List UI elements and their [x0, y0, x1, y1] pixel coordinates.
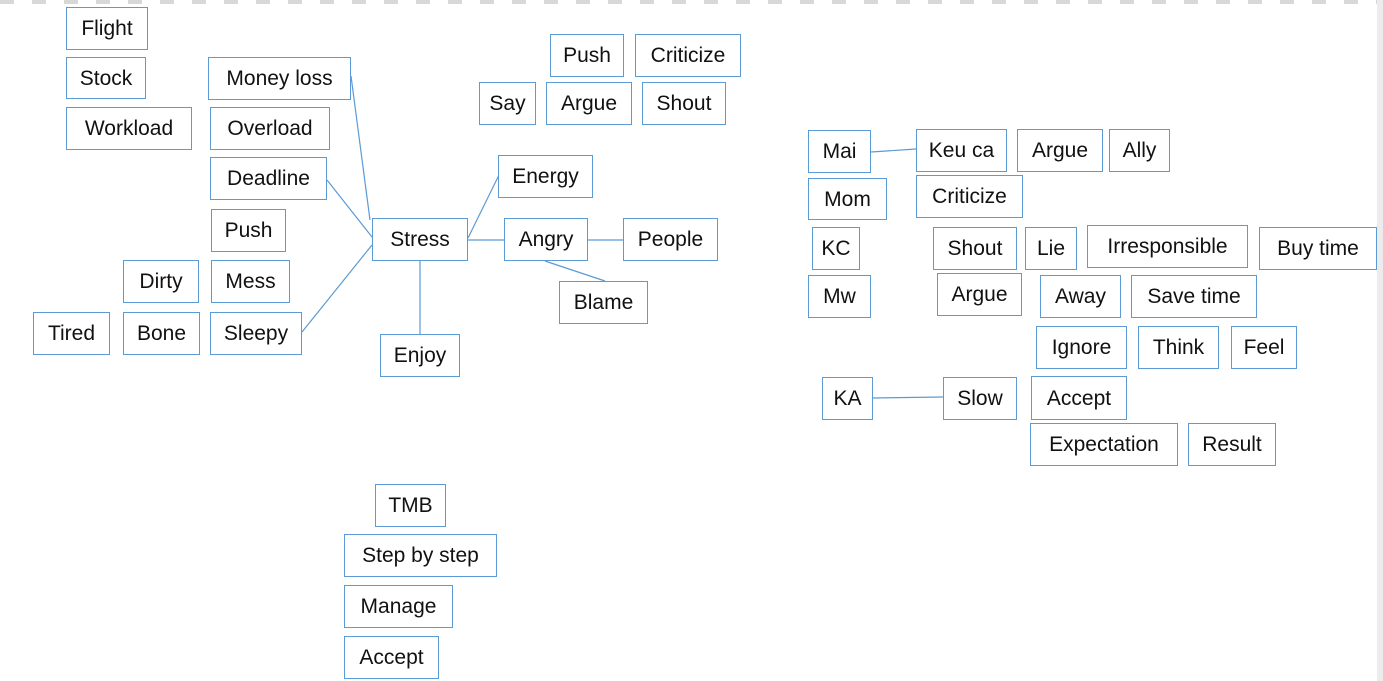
node-blame[interactable]: Blame	[559, 281, 648, 324]
node-mom[interactable]: Mom	[808, 178, 887, 220]
node-tired[interactable]: Tired	[33, 312, 110, 355]
node-stress[interactable]: Stress	[372, 218, 468, 261]
node-people[interactable]: People	[623, 218, 718, 261]
node-deadline[interactable]: Deadline	[210, 157, 327, 200]
node-money-loss[interactable]: Money loss	[208, 57, 351, 100]
node-step-by-step[interactable]: Step by step	[344, 534, 497, 577]
node-criticize-top[interactable]: Criticize	[635, 34, 741, 77]
node-mess[interactable]: Mess	[211, 260, 290, 303]
node-bone[interactable]: Bone	[123, 312, 200, 355]
node-push[interactable]: Push	[211, 209, 286, 252]
connector-money_loss-stress	[350, 75, 371, 221]
scrollbar-track[interactable]	[1377, 0, 1383, 681]
node-manage[interactable]: Manage	[344, 585, 453, 628]
connector-angry-blame	[544, 260, 606, 282]
node-ka[interactable]: KA	[822, 377, 873, 420]
node-dirty[interactable]: Dirty	[123, 260, 199, 303]
connector-mai-keu_ca	[870, 148, 917, 153]
node-away[interactable]: Away	[1040, 275, 1121, 318]
node-accept-ka[interactable]: Accept	[1031, 376, 1127, 420]
node-feel[interactable]: Feel	[1231, 326, 1297, 369]
node-argue-mw[interactable]: Argue	[937, 273, 1022, 316]
node-argue-top[interactable]: Argue	[546, 82, 632, 125]
node-workload[interactable]: Workload	[66, 107, 192, 150]
node-accept-bottom[interactable]: Accept	[344, 636, 439, 679]
node-enjoy[interactable]: Enjoy	[380, 334, 460, 377]
node-stock[interactable]: Stock	[66, 57, 146, 99]
node-think[interactable]: Think	[1138, 326, 1219, 369]
node-push-top[interactable]: Push	[550, 34, 624, 77]
node-mw[interactable]: Mw	[808, 275, 871, 318]
node-save-time[interactable]: Save time	[1131, 275, 1257, 318]
node-shout-right[interactable]: Shout	[933, 227, 1017, 270]
node-sleepy[interactable]: Sleepy	[210, 312, 302, 355]
node-irresponsible[interactable]: Irresponsible	[1087, 225, 1248, 268]
top-dashed-border	[0, 0, 1383, 4]
node-keu-ca[interactable]: Keu ca	[916, 129, 1007, 172]
node-buy-time[interactable]: Buy time	[1259, 227, 1377, 270]
node-overload[interactable]: Overload	[210, 107, 330, 150]
node-argue-mai[interactable]: Argue	[1017, 129, 1103, 172]
node-flight[interactable]: Flight	[66, 7, 148, 50]
node-criticize-mom[interactable]: Criticize	[916, 175, 1023, 218]
node-lie[interactable]: Lie	[1025, 227, 1077, 270]
node-kc[interactable]: KC	[812, 227, 860, 270]
connector-ka-slow	[872, 396, 944, 399]
node-ignore[interactable]: Ignore	[1036, 326, 1127, 369]
node-ally[interactable]: Ally	[1109, 129, 1170, 172]
connector-deadline-stress	[326, 179, 373, 238]
connector-sleepy-stress	[301, 244, 373, 333]
node-tmb[interactable]: TMB	[375, 484, 446, 527]
node-slow[interactable]: Slow	[943, 377, 1017, 420]
node-result[interactable]: Result	[1188, 423, 1276, 466]
node-say[interactable]: Say	[479, 82, 536, 125]
node-angry[interactable]: Angry	[504, 218, 588, 261]
connector-stress-energy	[467, 174, 500, 239]
node-expectation[interactable]: Expectation	[1030, 423, 1178, 466]
node-energy[interactable]: Energy	[498, 155, 593, 198]
node-shout-top[interactable]: Shout	[642, 82, 726, 125]
node-mai[interactable]: Mai	[808, 130, 871, 173]
